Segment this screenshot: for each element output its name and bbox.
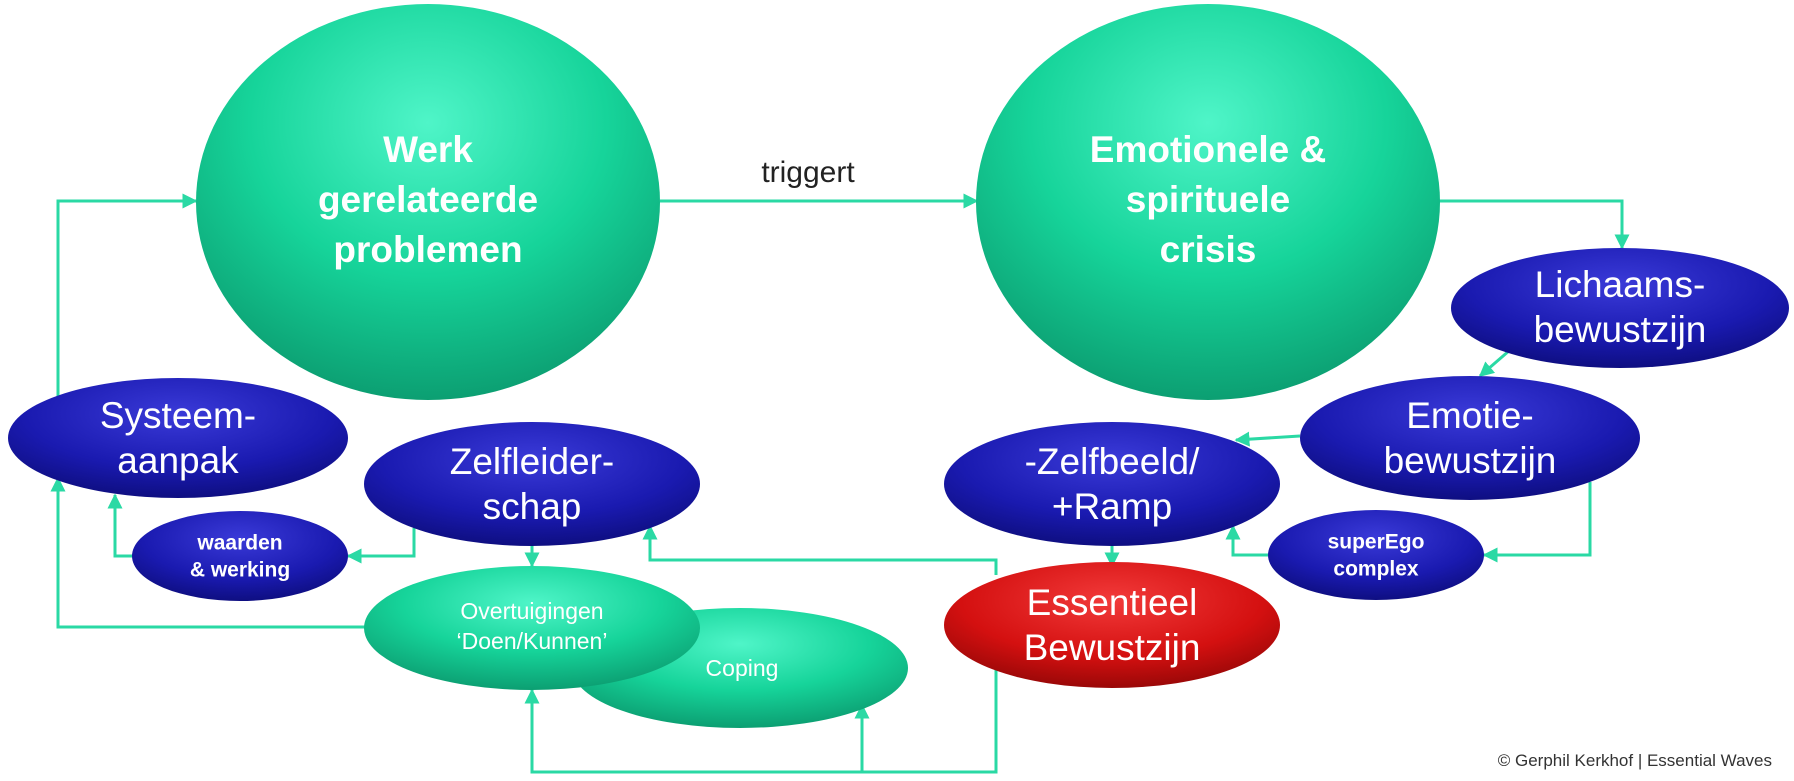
edge-selfleadership-to-values: [346, 528, 416, 564]
node-work-problems-line3: problemen: [333, 229, 522, 270]
node-values-line1: waarden: [196, 532, 282, 555]
node-essential-line2: Bewustzijn: [1024, 627, 1201, 668]
edge-values-to-system: [107, 493, 140, 558]
node-selfleadership-line1: Zelfleider-: [450, 441, 615, 482]
node-body-awareness-line1: Lichaams-: [1535, 264, 1706, 305]
node-selfleadership[interactable]: Zelfleider- schap: [364, 422, 700, 546]
node-beliefs[interactable]: Overtuigingen ‘Doen/Kunnen’: [364, 566, 700, 690]
edge-system-to-work: [56, 193, 198, 398]
node-superego[interactable]: superEgo complex: [1268, 510, 1484, 600]
edge-superego-to-selfimage: [1225, 524, 1268, 557]
node-body-awareness-line2: bewustzijn: [1534, 309, 1707, 350]
edge-label-triggert: triggert: [761, 156, 855, 189]
node-crisis-line1: Emotionele &: [1090, 129, 1326, 170]
node-crisis-line2: spirituele: [1126, 179, 1291, 220]
edge-emotion-to-superego: [1482, 482, 1592, 563]
node-essential-line1: Essentieel: [1027, 582, 1198, 623]
node-selfimage[interactable]: -Zelfbeeld/ +Ramp: [944, 422, 1280, 546]
node-essential[interactable]: Essentieel Bewustzijn: [944, 562, 1280, 688]
node-superego-line1: superEgo: [1328, 531, 1425, 554]
node-selfimage-line1: -Zelfbeeld/: [1025, 441, 1201, 482]
node-emotion-awareness[interactable]: Emotie- bewustzijn: [1300, 376, 1640, 500]
edge-body-to-emotion: [1478, 348, 1511, 378]
node-system-line1: Systeem-: [100, 395, 256, 436]
copyright-credit: © Gerphil Kerkhof | Essential Waves: [1497, 751, 1772, 770]
node-superego-line2: complex: [1333, 558, 1419, 581]
edge-essential-to-selfleadership: [642, 524, 998, 575]
node-emotion-awareness-line1: Emotie-: [1406, 395, 1533, 436]
edge-crisis-to-body: [1438, 199, 1630, 250]
node-crisis-line3: crisis: [1160, 229, 1257, 270]
edge-beliefs-to-system: [50, 476, 366, 629]
node-coping-label: Coping: [706, 655, 779, 681]
edge-essential-to-beliefs-coping: [524, 670, 998, 774]
edge-emotion-to-selfimage: [1234, 431, 1301, 447]
node-work-problems-line2: gerelateerde: [318, 179, 538, 220]
node-selfleadership-line2: schap: [483, 486, 582, 527]
node-beliefs-line1: Overtuigingen: [460, 598, 603, 624]
node-values-line2: & werking: [190, 559, 290, 582]
node-emotion-awareness-line2: bewustzijn: [1384, 440, 1557, 481]
node-system[interactable]: Systeem- aanpak: [8, 378, 348, 498]
node-body-awareness[interactable]: Lichaams- bewustzijn: [1451, 248, 1789, 368]
node-system-line2: aanpak: [117, 440, 239, 481]
node-selfimage-line2: +Ramp: [1052, 486, 1172, 527]
node-values[interactable]: waarden & werking: [132, 511, 348, 601]
node-work-problems[interactable]: Werk gerelateerde problemen: [196, 4, 660, 400]
node-work-problems-line1: Werk: [383, 129, 473, 170]
node-crisis[interactable]: Emotionele & spirituele crisis: [976, 4, 1440, 400]
node-beliefs-line2: ‘Doen/Kunnen’: [457, 628, 608, 654]
